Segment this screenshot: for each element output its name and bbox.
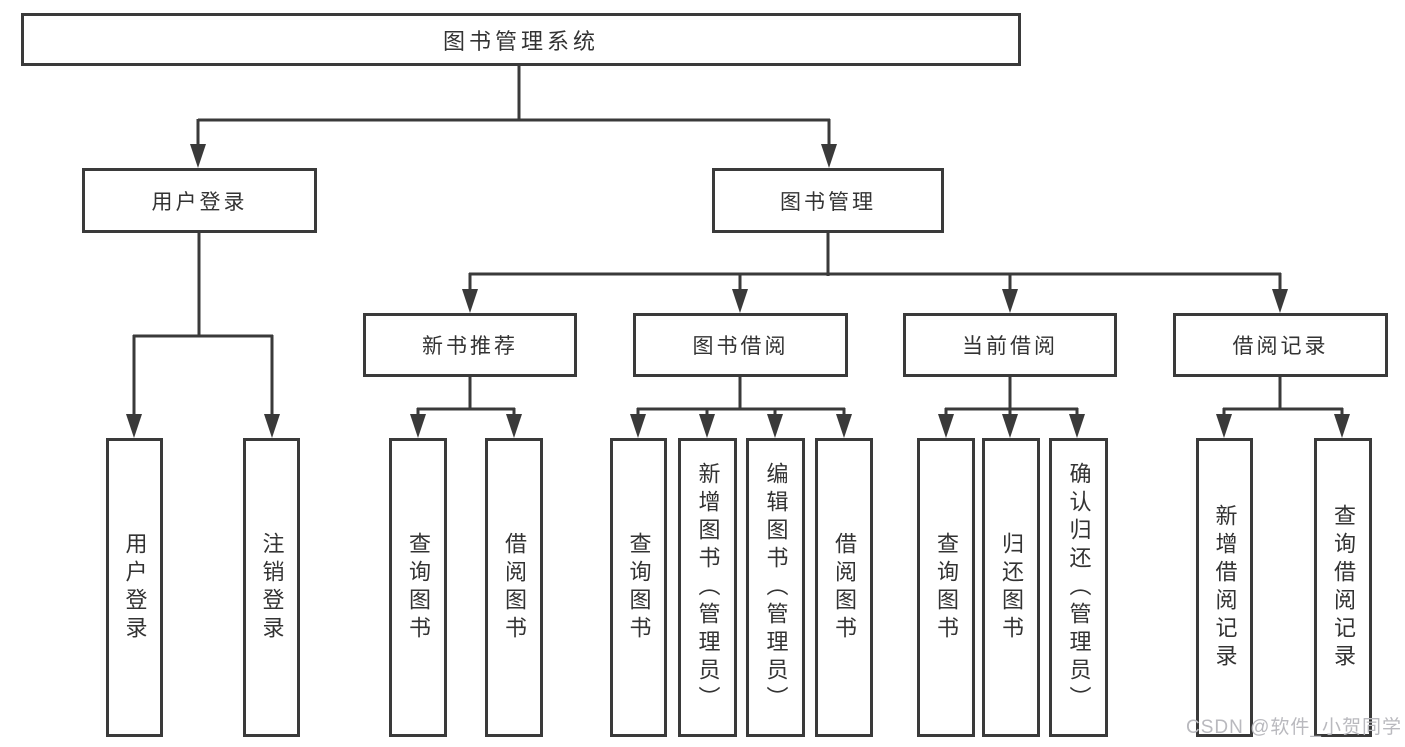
leaf-logout: 注销登录: [243, 438, 300, 737]
csdn-watermark: CSDN @软件_小贺同学: [1186, 717, 1402, 738]
leaf-borrowing-query-books: 查询图书: [610, 438, 667, 737]
node-new-book-recommendation: 新书推荐: [363, 313, 577, 377]
leaf-recommend-borrow-books: 借阅图书: [485, 438, 543, 737]
leaf-records-query-borrow-record: 查询借阅记录: [1314, 438, 1372, 737]
node-book-management: 图书管理: [712, 168, 944, 233]
node-user-login: 用户登录: [82, 168, 317, 233]
node-library-management-system: 图书管理系统: [21, 13, 1021, 66]
leaf-records-add-borrow-record: 新增借阅记录: [1196, 438, 1253, 737]
leaf-current-query-books: 查询图书: [917, 438, 975, 737]
node-current-borrowing: 当前借阅: [903, 313, 1117, 377]
node-borrowing-records: 借阅记录: [1173, 313, 1388, 377]
leaf-borrowing-borrow-books: 借阅图书: [815, 438, 873, 737]
leaf-borrowing-edit-books-admin: 编辑图书（管理员）: [746, 438, 805, 737]
leaf-recommend-query-books: 查询图书: [389, 438, 447, 737]
leaf-borrowing-add-books-admin: 新增图书（管理员）: [678, 438, 737, 737]
leaf-current-return-books: 归还图书: [982, 438, 1040, 737]
node-book-borrowing: 图书借阅: [633, 313, 848, 377]
leaf-current-confirm-return-admin: 确认归还（管理员）: [1049, 438, 1108, 737]
leaf-user-login: 用户登录: [106, 438, 163, 737]
